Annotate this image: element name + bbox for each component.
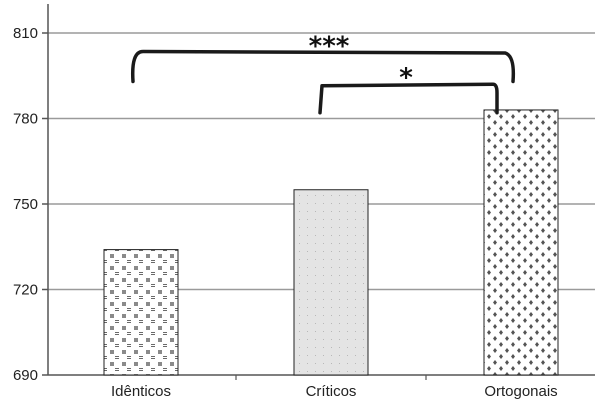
significance-label-1: *** [309, 32, 350, 62]
bar-3 [483, 109, 559, 376]
significance-bracket-2 [318, 82, 499, 115]
y-tick-label-750: 750 [13, 196, 38, 213]
significance-bracket-1 [130, 49, 516, 84]
category-label-2: Críticos [306, 383, 357, 400]
bar-2 [293, 189, 369, 376]
y-tick-label-810: 810 [13, 25, 38, 42]
significance-label-2: * [399, 63, 413, 93]
category-labels: Idênticos Críticos Ortogonais [111, 383, 558, 400]
bar-1 [103, 249, 179, 376]
significance-brackets: **** [130, 32, 516, 115]
y-tick-label-780: 780 [13, 111, 38, 128]
y-tick-labels: 690 720 750 780 810 [13, 25, 38, 384]
bars [103, 109, 559, 376]
y-tick-label-720: 720 [13, 282, 38, 299]
category-label-3: Ortogonais [484, 383, 557, 400]
category-label-1: Idênticos [111, 383, 171, 400]
y-tick-label-690: 690 [13, 367, 38, 384]
